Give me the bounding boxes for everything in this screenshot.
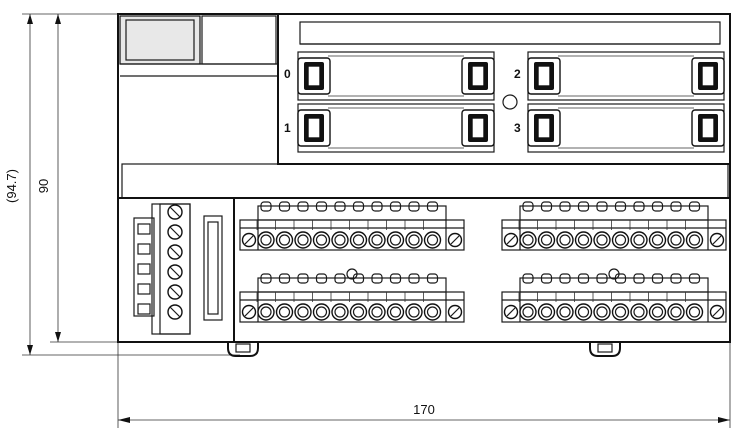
din-clip-left xyxy=(227,342,259,357)
dimension-outer-height: (94.7) xyxy=(4,13,240,356)
slot-label-1: 1 xyxy=(284,121,291,135)
module-housing xyxy=(117,13,731,343)
terminal-block-1 xyxy=(239,201,465,251)
dimension-width: 170 xyxy=(117,342,731,428)
side-connector-screw xyxy=(137,303,183,320)
cartridge-slot-1: 1 xyxy=(284,103,495,153)
side-connector-screw xyxy=(137,283,183,300)
dimension-outer-height-label: (94.7) xyxy=(4,169,19,203)
cartridge-slot-2: 2 xyxy=(514,51,725,101)
cartridge-slot-area xyxy=(277,13,731,165)
slot-label-2: 2 xyxy=(514,67,521,81)
dimension-height-label: 90 xyxy=(36,179,51,193)
din-clip-right xyxy=(589,342,621,357)
dimension-height: 90 xyxy=(36,14,118,343)
slot-indicator-led xyxy=(502,94,518,110)
terminal-area xyxy=(233,197,731,343)
terminal-block-3 xyxy=(239,268,465,323)
slot-label-3: 3 xyxy=(514,121,521,135)
cartridge-slot-0: 0 xyxy=(284,51,495,101)
slot-label-0: 0 xyxy=(284,67,291,81)
dimension-width-label: 170 xyxy=(413,402,435,417)
side-connector-screw xyxy=(167,204,183,220)
side-connector-screw xyxy=(137,263,183,280)
side-connector-screw xyxy=(137,223,183,240)
terminal-block-2 xyxy=(501,201,727,251)
side-connector-screw xyxy=(137,243,183,260)
cartridge-slot-3: 3 xyxy=(514,103,725,153)
terminal-block-4 xyxy=(501,268,727,323)
